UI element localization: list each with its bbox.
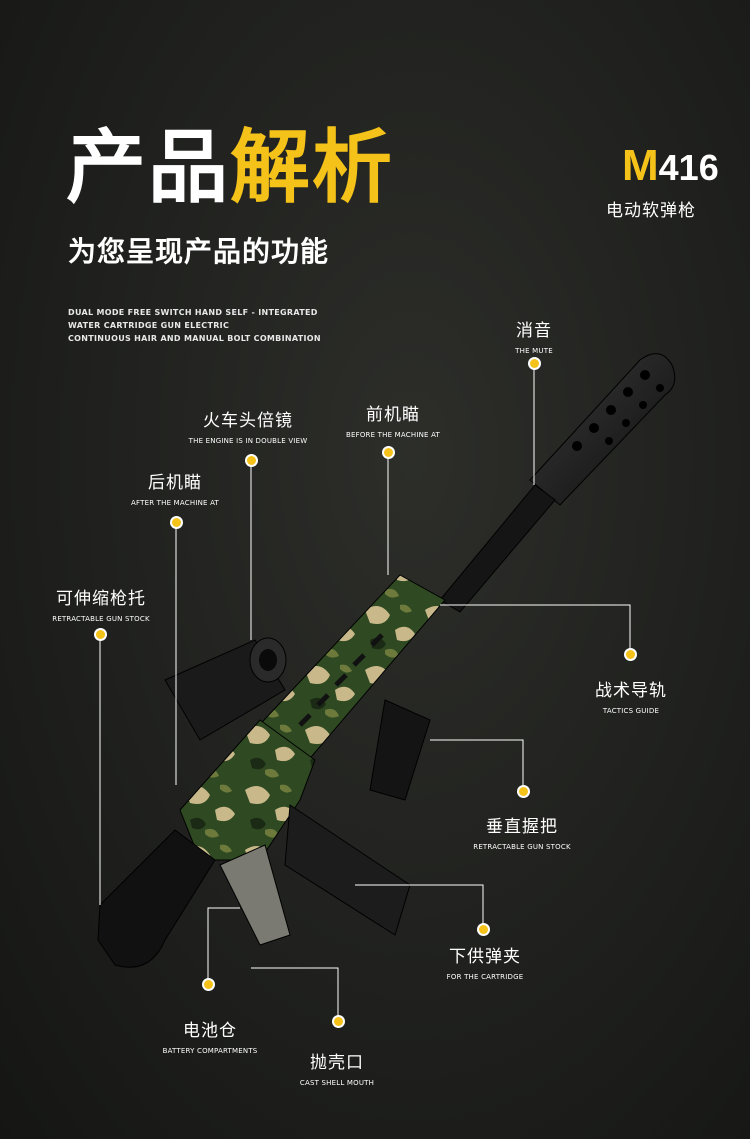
callout-en: AFTER THE MACHINE AT xyxy=(131,499,219,507)
english-line: DUAL MODE FREE SWITCH HAND SELF - INTEGR… xyxy=(68,308,318,317)
callout-en: RETRACTABLE GUN STOCK xyxy=(52,615,150,623)
model-number: 416 xyxy=(658,147,719,188)
model-letter: M xyxy=(622,141,659,190)
callout-en: TACTICS GUIDE xyxy=(602,707,660,715)
callout-zh: 下供弹夹 xyxy=(449,947,521,967)
callout-grip: 垂直握把 RETRACTABLE GUN STOCK xyxy=(462,812,582,851)
rail-marker xyxy=(626,650,635,659)
english-line: WATER CARTRIDGE GUN ELECTRIC xyxy=(68,321,230,330)
scope-marker xyxy=(247,456,256,465)
callout-zh: 垂直握把 xyxy=(486,817,558,837)
callout-front-sight: 前机瞄 BEFORE THE MACHINE AT xyxy=(338,400,448,439)
english-line: CONTINUOUS HAIR AND MANUAL BOLT COMBINAT… xyxy=(68,334,321,343)
shell-marker xyxy=(334,1017,343,1026)
callout-en: THE MUTE xyxy=(515,347,553,355)
callout-zh: 前机瞄 xyxy=(366,405,420,425)
title-white: 产品 xyxy=(66,121,230,214)
scope xyxy=(164,637,287,741)
callout-stock: 可伸缩枪托 RETRACTABLE GUN STOCK xyxy=(46,584,156,623)
callout-en: BEFORE THE MACHINE AT xyxy=(346,431,440,439)
page-title: 产品解析 xyxy=(66,128,394,208)
magazine-marker xyxy=(479,925,488,934)
title-yellow: 解析 xyxy=(230,121,394,214)
stock-marker xyxy=(96,630,105,639)
callout-zh: 电池仓 xyxy=(183,1021,237,1041)
callout-zh: 消音 xyxy=(516,321,552,341)
callout-rail: 战术导轨 TACTICS GUIDE xyxy=(576,676,686,715)
barrel xyxy=(439,484,556,613)
callout-rear-sight: 后机瞄 AFTER THE MACHINE AT xyxy=(120,468,230,507)
front-sight-marker xyxy=(384,448,393,457)
model-name: M416 xyxy=(622,144,719,188)
model-subtitle: 电动软弹枪 xyxy=(606,201,696,221)
english-description: DUAL MODE FREE SWITCH HAND SELF - INTEGR… xyxy=(68,306,321,345)
callout-en: RETRACTABLE GUN STOCK xyxy=(473,843,571,851)
callout-en: THE ENGINE IS IN DOUBLE VIEW xyxy=(188,437,308,445)
tactical-rail xyxy=(298,633,384,727)
grip-marker xyxy=(519,787,528,796)
magazine xyxy=(284,804,411,936)
callout-scope: 火车头倍镜 THE ENGINE IS IN DOUBLE VIEW xyxy=(178,406,318,445)
callout-zh: 可伸缩枪托 xyxy=(56,589,146,609)
callout-muffler: 消音 THE MUTE xyxy=(494,316,574,355)
callout-zh: 后机瞄 xyxy=(148,473,202,493)
callout-en: BATTERY COMPARTMENTS xyxy=(162,1047,258,1055)
battery-grip xyxy=(219,844,291,946)
page-subtitle: 为您呈现产品的功能 xyxy=(68,235,330,268)
gun-stock xyxy=(97,829,216,968)
leader-lines xyxy=(99,363,631,1021)
callout-en: CAST SHELL MOUTH xyxy=(299,1079,375,1087)
callout-en: FOR THE CARTRIDGE xyxy=(446,973,524,981)
callout-magazine: 下供弹夹 FOR THE CARTRIDGE xyxy=(430,942,540,981)
muffler xyxy=(529,353,676,506)
callout-zh: 战术导轨 xyxy=(595,681,667,701)
muffler-marker xyxy=(530,359,539,368)
battery-marker xyxy=(204,980,213,989)
vertical-grip xyxy=(369,699,431,801)
callout-battery: 电池仓 BATTERY COMPARTMENTS xyxy=(150,1016,270,1055)
rear-sight-marker xyxy=(172,518,181,527)
callout-zh: 火车头倍镜 xyxy=(203,411,293,431)
callout-shell: 抛壳口 CAST SHELL MOUTH xyxy=(282,1048,392,1087)
callout-zh: 抛壳口 xyxy=(310,1053,364,1073)
